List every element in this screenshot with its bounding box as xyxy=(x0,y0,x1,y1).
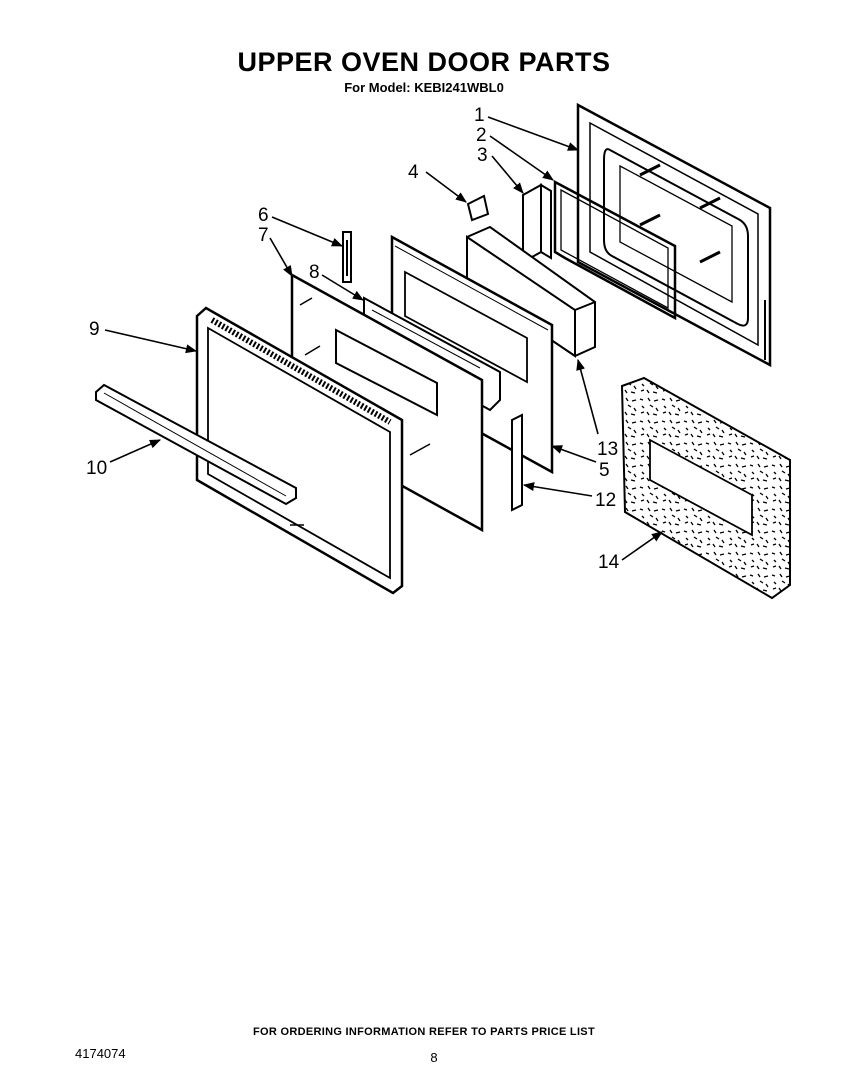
part-2-door-gasket xyxy=(553,179,677,321)
part-14-insulation-blanket xyxy=(620,376,791,600)
part-3-bracket xyxy=(522,183,552,264)
part-4-clip xyxy=(466,194,490,222)
callout-8: 8 xyxy=(309,262,320,283)
ordering-note: FOR ORDERING INFORMATION REFER TO PARTS … xyxy=(253,1026,595,1038)
part-12-side-strip xyxy=(511,413,523,512)
leader-12 xyxy=(522,482,593,497)
page-title: UPPER OVEN DOOR PARTS xyxy=(237,47,611,77)
callout-1: 1 xyxy=(474,105,485,126)
part-6-hinge-strip xyxy=(342,231,352,283)
part-1-inner-door-panel xyxy=(576,102,772,368)
callout-3: 3 xyxy=(477,145,488,166)
leader-9 xyxy=(104,329,198,354)
callout-5: 5 xyxy=(599,460,610,481)
leader-6 xyxy=(271,216,344,247)
part-9-outer-door-frame xyxy=(195,306,404,595)
page-number: 8 xyxy=(430,1050,438,1065)
part-10-handle xyxy=(95,383,297,506)
callout-10: 10 xyxy=(86,458,107,479)
leader-lines xyxy=(104,116,663,561)
leader-4 xyxy=(425,171,467,203)
callout-14: 14 xyxy=(598,552,620,573)
callout-labels: 1 2 3 4 6 7 8 9 10 13 5 12 14 xyxy=(86,105,620,573)
callout-2: 2 xyxy=(476,125,487,146)
leader-8 xyxy=(321,274,364,301)
callout-6: 6 xyxy=(258,205,269,226)
leader-1 xyxy=(487,116,580,151)
leader-7 xyxy=(269,237,293,277)
leader-14 xyxy=(621,531,663,561)
document-number: 4174074 xyxy=(75,1046,126,1061)
leader-13 xyxy=(576,358,599,435)
callout-4: 4 xyxy=(408,162,419,183)
callout-13: 13 xyxy=(597,439,618,460)
callout-7: 7 xyxy=(258,225,269,246)
leader-3 xyxy=(491,155,524,194)
callout-12: 12 xyxy=(595,490,616,511)
leader-10 xyxy=(109,439,162,463)
leader-2 xyxy=(489,135,554,181)
leader-5 xyxy=(550,445,597,463)
model-subtitle: For Model: KEBI241WBL0 xyxy=(344,80,504,95)
callout-9: 9 xyxy=(89,319,100,340)
